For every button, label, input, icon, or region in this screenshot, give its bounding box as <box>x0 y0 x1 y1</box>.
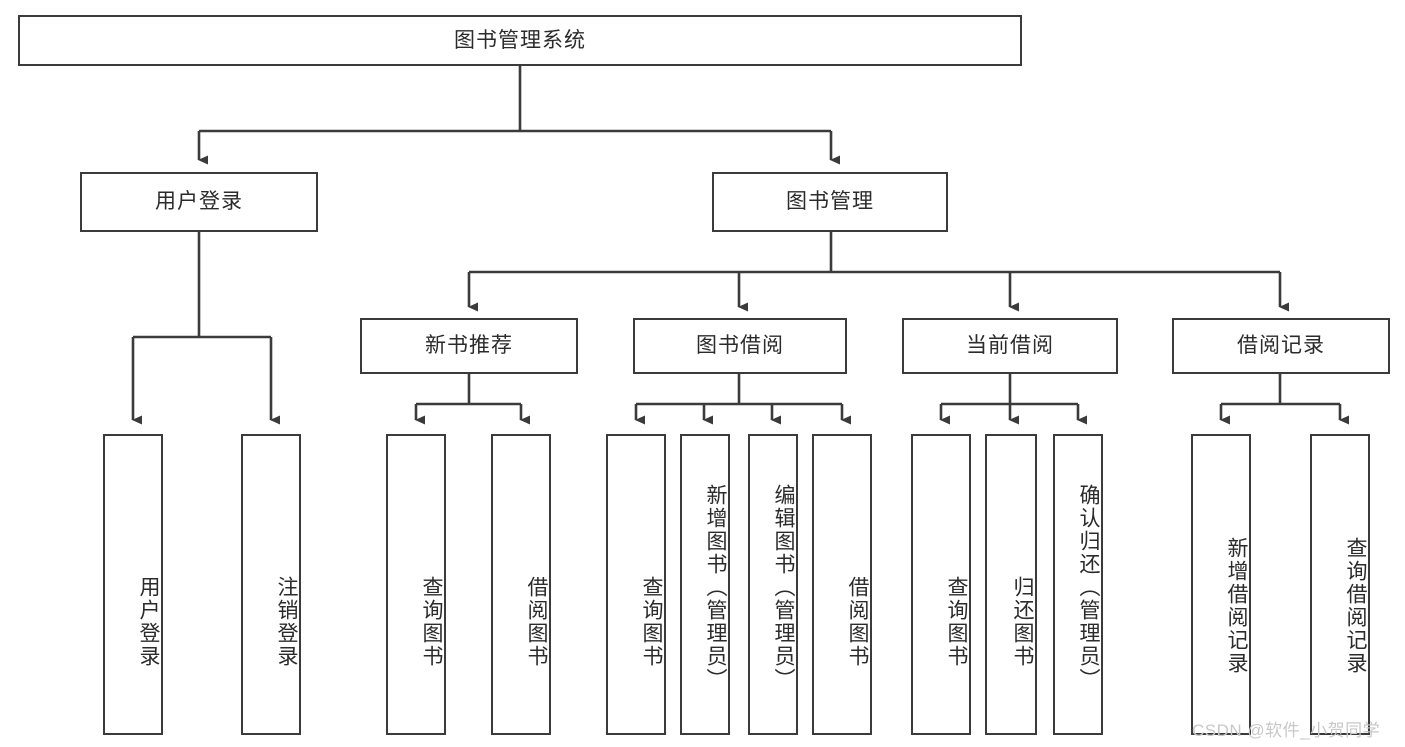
node-current-borrow-label: 当前借阅 <box>966 334 1054 358</box>
node-leaf-confirm-return-label: 确认归还（管理员） <box>1077 484 1100 691</box>
node-leaf-return-book-label: 归还图书 <box>1011 575 1034 668</box>
node-leaf-logout[interactable]: 注销登录 <box>241 434 301 735</box>
node-leaf-edit-book-label: 编辑图书（管理员） <box>772 484 795 691</box>
node-new-book-rec-label: 新书推荐 <box>425 334 513 358</box>
node-new-book-rec[interactable]: 新书推荐 <box>360 318 578 374</box>
node-leaf-query-book-2-label: 查询图书 <box>640 575 663 668</box>
node-leaf-add-record[interactable]: 新增借阅记录 <box>1191 434 1251 735</box>
node-leaf-borrow-book-1-label: 借阅图书 <box>525 575 548 668</box>
node-leaf-borrow-book-1[interactable]: 借阅图书 <box>491 434 551 735</box>
node-current-borrow[interactable]: 当前借阅 <box>902 318 1118 374</box>
node-leaf-query-book-3[interactable]: 查询图书 <box>911 434 971 735</box>
node-leaf-query-book-3-label: 查询图书 <box>945 575 968 668</box>
node-user-login-label: 用户登录 <box>155 190 243 214</box>
node-leaf-confirm-return[interactable]: 确认归还（管理员） <box>1053 434 1103 735</box>
node-leaf-user-login[interactable]: 用户登录 <box>103 434 163 735</box>
node-leaf-add-book[interactable]: 新增图书（管理员） <box>680 434 730 735</box>
node-leaf-borrow-book-2-label: 借阅图书 <box>846 575 869 668</box>
csdn-watermark: CSDN @软件_小贺同学 <box>1192 721 1381 740</box>
node-book-manage-label: 图书管理 <box>786 190 874 214</box>
node-leaf-user-login-label: 用户登录 <box>137 575 160 668</box>
node-leaf-add-record-label: 新增借阅记录 <box>1225 536 1248 675</box>
node-leaf-return-book[interactable]: 归还图书 <box>985 434 1037 735</box>
node-leaf-edit-book[interactable]: 编辑图书（管理员） <box>748 434 798 735</box>
node-book-manage[interactable]: 图书管理 <box>712 172 948 232</box>
node-leaf-query-book-1[interactable]: 查询图书 <box>386 434 446 735</box>
node-book-borrow[interactable]: 图书借阅 <box>633 318 847 374</box>
node-leaf-borrow-book-2[interactable]: 借阅图书 <box>812 434 872 735</box>
node-leaf-query-book-2[interactable]: 查询图书 <box>606 434 666 735</box>
node-root-label: 图书管理系统 <box>454 28 586 52</box>
node-borrow-record-label: 借阅记录 <box>1237 334 1325 358</box>
node-leaf-logout-label: 注销登录 <box>275 575 298 668</box>
node-root[interactable]: 图书管理系统 <box>18 15 1022 66</box>
node-user-login[interactable]: 用户登录 <box>80 172 318 232</box>
node-leaf-query-record[interactable]: 查询借阅记录 <box>1310 434 1370 735</box>
node-borrow-record[interactable]: 借阅记录 <box>1172 318 1390 374</box>
node-book-borrow-label: 图书借阅 <box>696 334 784 358</box>
node-leaf-query-book-1-label: 查询图书 <box>420 575 443 668</box>
node-leaf-query-record-label: 查询借阅记录 <box>1344 536 1367 675</box>
node-leaf-add-book-label: 新增图书（管理员） <box>704 484 727 691</box>
